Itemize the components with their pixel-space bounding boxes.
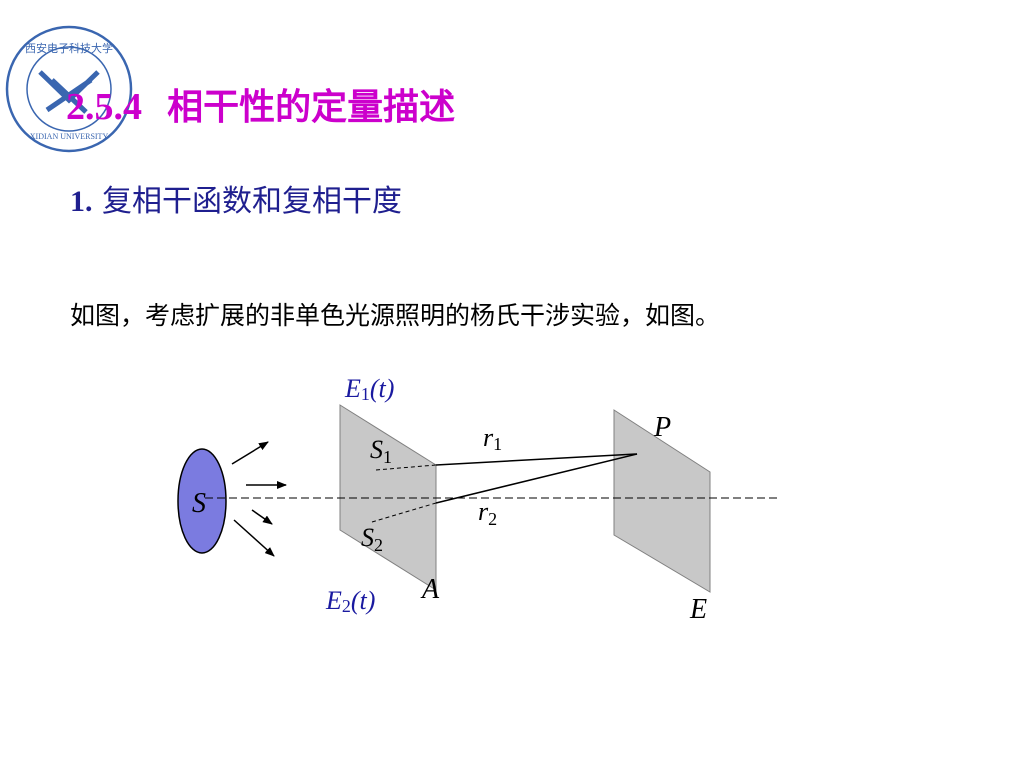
logo-top-text: 西安电子科技大学 <box>25 41 113 55</box>
label-r2: r2 <box>478 497 497 529</box>
emission-arrow <box>251 509 273 525</box>
section-number: 1. <box>70 185 93 218</box>
label-s2-var: S <box>361 523 374 552</box>
observation-screen <box>613 409 711 593</box>
label-r2-sub: 2 <box>488 509 497 529</box>
label-e2-arg: (t) <box>351 586 376 615</box>
young-interference-diagram: S E1(t) E2(t) S1 S2 r1 r2 A P E <box>177 374 780 625</box>
label-aperture: A <box>420 574 440 605</box>
page-title: 2.5.4 相干性的定量描述 <box>66 78 455 130</box>
logo-bottom-text: XIDIAN UNIVERSITY <box>30 132 109 141</box>
label-e1: E1(t) <box>344 374 394 404</box>
label-source: S <box>192 488 206 519</box>
section-heading: 1. 复相干函数和复相干度 <box>70 176 402 220</box>
logo-emblem <box>38 70 100 114</box>
label-screen: E <box>689 594 707 625</box>
label-e2-sub: 2 <box>342 596 351 616</box>
label-e1-arg: (t) <box>370 374 395 403</box>
university-logo: 西安电子科技大学 XIDIAN UNIVERSITY <box>5 25 133 153</box>
label-e2-var: E <box>325 586 342 615</box>
label-e1-sub: 1 <box>361 384 370 404</box>
emission-arrow <box>231 441 269 465</box>
label-r1: r1 <box>483 423 502 454</box>
path-source-s1 <box>375 464 437 471</box>
logo-outer-ring <box>5 25 133 153</box>
description-paragraph: 如图，考虑扩展的非单色光源照明的杨氏干涉实验，如图。 <box>70 301 721 330</box>
ray-r2 <box>435 453 638 504</box>
label-s1-sub: 1 <box>383 447 392 467</box>
label-r1-var: r <box>483 423 494 452</box>
label-r1-sub: 1 <box>493 434 502 454</box>
label-s2-sub: 2 <box>374 535 383 555</box>
label-point-p: P <box>653 412 671 443</box>
label-e2: E2(t) <box>325 586 375 616</box>
title-number: 2.5.4 <box>66 86 142 128</box>
logo-inner-ring <box>26 46 112 132</box>
ray-r1 <box>435 453 638 466</box>
label-e1-var: E <box>344 374 361 403</box>
light-source <box>177 448 227 554</box>
title-text: 相干性的定量描述 <box>167 87 456 128</box>
emission-arrow <box>233 519 275 557</box>
label-s2: S2 <box>361 523 383 555</box>
label-s1: S1 <box>370 435 392 467</box>
label-r2-var: r <box>478 497 489 526</box>
label-s1-var: S <box>370 435 383 464</box>
section-text: 复相干函数和复相干度 <box>102 184 403 219</box>
